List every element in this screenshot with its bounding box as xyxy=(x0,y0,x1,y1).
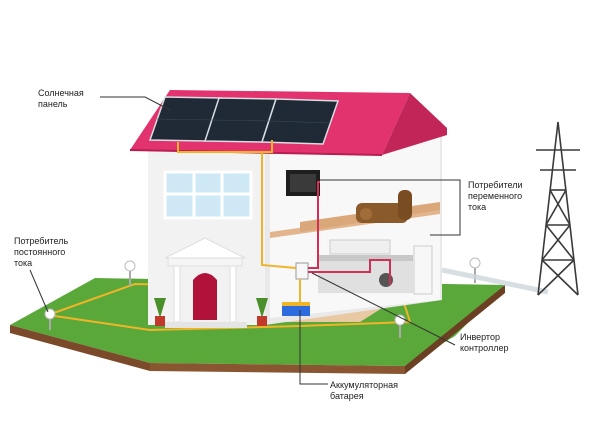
kitchen-counter xyxy=(318,255,413,293)
roof-side xyxy=(382,93,447,155)
solar-panel-3 xyxy=(260,98,340,145)
inverter-box xyxy=(295,262,309,280)
solar-panels xyxy=(148,96,340,145)
ac-wire-tv xyxy=(308,181,320,269)
shrubs xyxy=(154,298,268,326)
leader-ac-kitchen xyxy=(430,179,461,236)
house xyxy=(129,90,447,328)
front-window xyxy=(163,170,253,220)
sofa xyxy=(356,190,412,223)
fridge xyxy=(413,245,433,295)
label-ac-consumers: Потребители переменного тока xyxy=(468,180,523,212)
soil-left xyxy=(10,325,150,371)
leader-solar xyxy=(100,96,171,111)
lamp-far-right xyxy=(469,257,481,283)
label-dc-consumers: Потребитель постоянного тока xyxy=(14,236,69,268)
leader-lines xyxy=(29,96,461,385)
lamp-right xyxy=(394,314,406,338)
dc-wire-to-inverter xyxy=(261,152,297,269)
solar-wire xyxy=(177,140,273,153)
power-pylon xyxy=(536,121,580,296)
lamp-left xyxy=(124,260,136,286)
leader-dc xyxy=(29,269,49,313)
soil-front xyxy=(150,363,405,374)
ac-wire-kitchen xyxy=(308,259,391,285)
porch xyxy=(164,237,247,328)
tv xyxy=(286,170,320,196)
kitchen xyxy=(318,239,433,295)
grid-line xyxy=(441,267,549,295)
leader-inverter xyxy=(311,272,456,346)
battery xyxy=(282,302,310,316)
label-battery: Аккумуляторная батарея xyxy=(330,380,398,401)
soil-right xyxy=(405,285,505,374)
label-solar-panel: Солнечная панель xyxy=(38,88,84,109)
leader-battery xyxy=(299,310,328,385)
label-inverter: Инвертор контроллер xyxy=(460,332,509,353)
front-door xyxy=(193,273,217,320)
